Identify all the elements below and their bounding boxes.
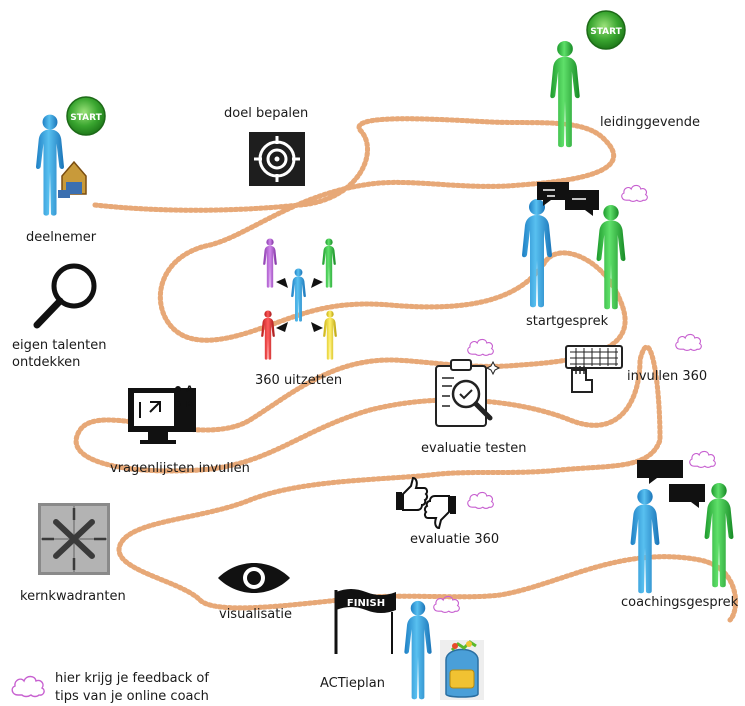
label-leidinggevende: leidinggevende [600,115,701,130]
label-coachingsgesprek: coachingsgesprek [621,595,739,610]
person-startgesprek-green [596,204,626,310]
label-evaluatie-360: evaluatie 360 [410,532,500,547]
quiz-option-a: A [186,385,193,395]
feedback-cloud-icon [689,450,716,468]
finish-label: FINISH [347,598,385,609]
360-cluster [261,238,337,360]
start-badge-leidinggevende: START [586,10,626,50]
person-leidinggevende [550,40,580,148]
label-360-uitzetten: 360 uitzetten [255,373,343,388]
person-coaching-green [704,482,734,588]
quiz-monitor-icon: A B [128,385,196,444]
treasure-house-icon [58,160,87,198]
label-invullen-360: invullen 360 [627,369,708,384]
label-deelnemer: deelnemer [26,230,97,245]
person-actieplan [404,600,432,700]
label-vragenlijsten: vragenlijsten invullen [110,461,250,476]
label-eigen-talenten: eigen talenten ontdekken [12,338,107,370]
legend-cloud-icon [11,675,45,698]
quiz-option-b: B [186,400,193,410]
journey-path [76,119,735,623]
eye-icon [218,563,290,593]
feedback-cloud-icon [675,333,702,351]
backpack-icon [440,640,484,700]
magnifier-icon [33,263,97,329]
label-visualisatie: visualisatie [219,607,292,622]
person-coaching-blue [630,488,660,594]
feedback-cloud-icon [467,338,494,356]
clipboard-magnifier-icon [435,359,501,427]
keyboard-icon [565,345,623,393]
start-badge-label: START [70,113,102,123]
start-badge-label: START [590,27,622,37]
label-evaluatie-testen: evaluatie testen [421,441,527,456]
feedback-cloud-icon [467,491,494,509]
person-deelnemer [36,114,64,216]
label-startgesprek: startgesprek [526,314,609,329]
person-startgesprek-blue [522,199,552,308]
label-doel-bepalen: doel bepalen [224,106,309,121]
thumbs-icon [396,476,456,530]
finish-flag-icon: FINISH [334,589,396,654]
label-kernkwadranten: kernkwadranten [20,589,126,604]
target-icon [249,132,305,186]
legend-text: hier krijg je feedback of tips van je on… [55,671,209,704]
chat-bubbles-icon-coaching [637,460,705,508]
start-badge-deelnemer: START [66,96,106,136]
feedback-cloud-icon [621,184,648,202]
kernkwadranten-icon [38,503,110,575]
label-actieplan: ACTieplan [320,676,385,691]
chat-bubbles-icon-startgesprek [537,182,599,216]
